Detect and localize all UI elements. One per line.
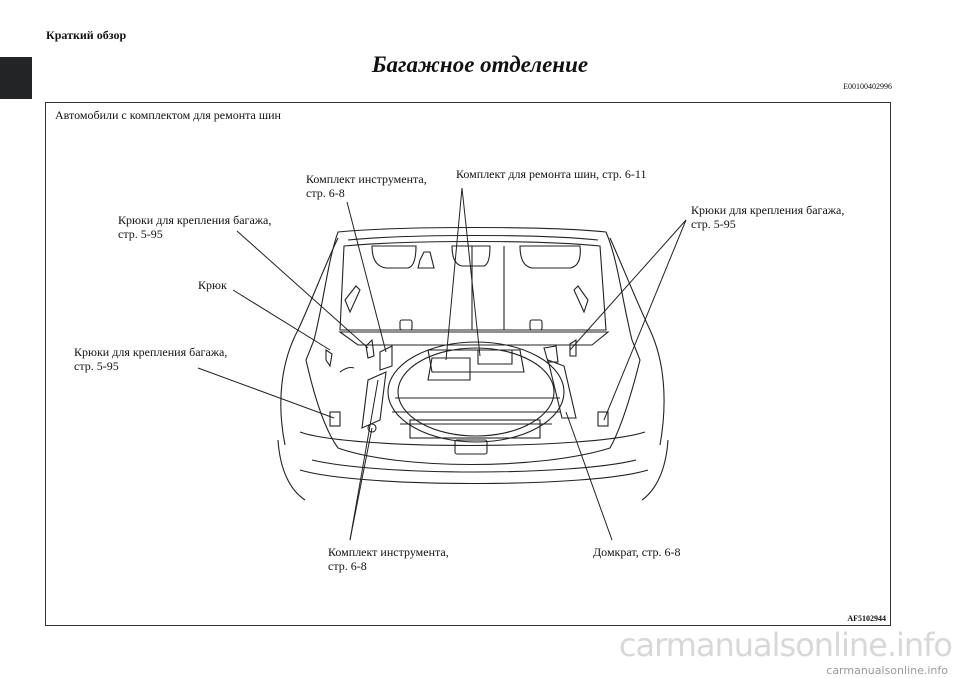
leader-hooks-right-a <box>569 219 687 351</box>
callout-hooks-right: Крюки для крепления багажа, стр. 5-95 <box>691 203 844 231</box>
callout-text: Комплект инструмента, <box>328 545 449 559</box>
figure-frame <box>45 102 891 626</box>
callout-text: Крюки для крепления багажа, <box>74 345 228 359</box>
leader-hooks-upper-left <box>236 230 369 349</box>
callout-hooks-lower-left: Крюки для крепления багажа, стр. 5-95 <box>74 345 227 373</box>
callout-page-ref: стр. 5-95 <box>118 227 163 241</box>
leader-hook <box>232 289 331 351</box>
leader-toolkit-bottom-b <box>349 379 379 541</box>
leader-lines <box>197 187 687 541</box>
leader-hooks-right-b <box>603 219 687 421</box>
callout-jack: Домкрат, стр. 6-8 <box>593 545 681 559</box>
callout-text: Комплект инструмента, <box>306 172 427 186</box>
watermark-small: carmanualsonline.info <box>826 664 948 677</box>
callout-hook: Крюк <box>198 278 227 292</box>
figure-id: AF5102944 <box>847 614 886 623</box>
callout-toolkit-top: Комплект инструмента, стр. 6-8 <box>306 172 427 200</box>
page-title: Багажное отделение <box>371 52 589 77</box>
car-body-outline <box>277 226 669 501</box>
section-header: Краткий обзор <box>46 28 127 42</box>
leader-repair-kit-a <box>445 187 463 361</box>
callout-hooks-upper-left: Крюки для крепления багажа, стр. 5-95 <box>118 213 271 241</box>
figure-caption: Автомобили с комплектом для ремонта шин <box>55 108 281 122</box>
leader-repair-kit-b <box>461 187 481 357</box>
callout-toolkit-bottom: Комплект инструмента, стр. 6-8 <box>328 545 449 573</box>
watermark: carmanualsonline.info <box>618 628 952 662</box>
callout-page-ref: стр. 6-8 <box>328 559 367 573</box>
callout-page-ref: стр. 5-95 <box>74 359 119 373</box>
callout-text: Крюки для крепления багажа, <box>118 213 272 227</box>
document-code: E00100402996 <box>843 82 892 91</box>
callout-text: Крюки для крепления багажа, <box>691 203 845 217</box>
leader-hooks-lower-left <box>197 367 335 419</box>
callout-page-ref: стр. 6-8 <box>306 186 345 200</box>
callout-repair-kit: Комплект для ремонта шин, стр. 6-11 <box>456 167 647 181</box>
leader-jack <box>565 411 613 541</box>
callout-page-ref: стр. 5-95 <box>691 217 736 231</box>
chapter-thumb-tab <box>0 57 32 99</box>
leader-toolkit-top <box>346 201 387 353</box>
